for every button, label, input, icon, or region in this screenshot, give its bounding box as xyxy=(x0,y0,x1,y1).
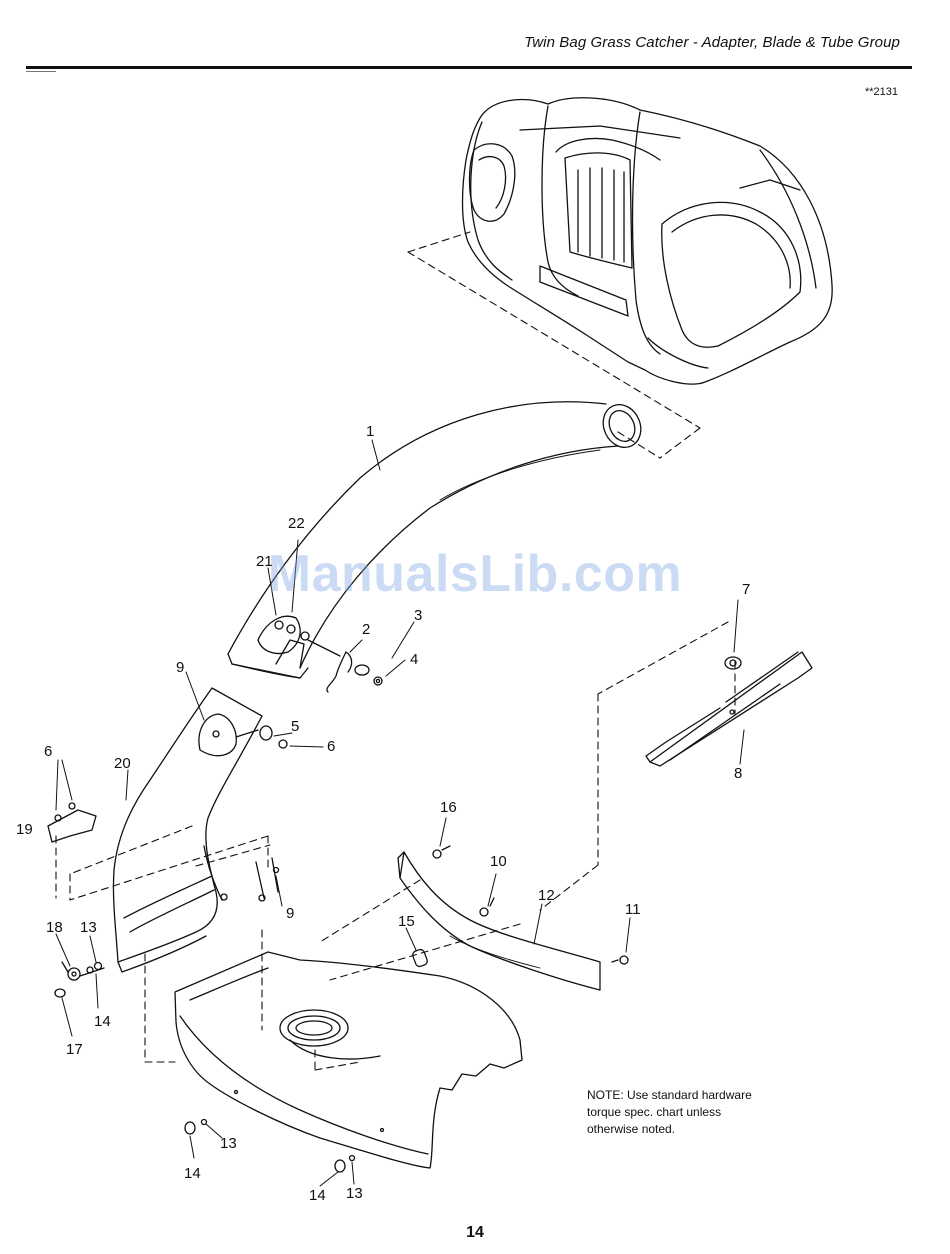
callout-22: 22 xyxy=(288,515,305,532)
callout-10: 10 xyxy=(490,853,507,870)
callout-16: 16 xyxy=(440,799,457,816)
callout-2: 2 xyxy=(362,621,370,638)
chute-hardware xyxy=(48,726,287,997)
note-line-2: torque spec. chart unless xyxy=(587,1104,817,1121)
part-1-discharge-tube xyxy=(228,398,648,678)
callout-14-deck-left: 14 xyxy=(184,1165,201,1182)
page-number: 14 xyxy=(0,1224,950,1242)
callout-11: 11 xyxy=(625,901,641,918)
callout-6-bracket: 6 xyxy=(44,743,52,760)
callout-8: 8 xyxy=(734,765,742,782)
callout-1: 1 xyxy=(366,423,374,440)
note-line-1: NOTE: Use standard hardware xyxy=(587,1087,817,1104)
callout-9-top: 9 xyxy=(176,659,184,676)
part-12-baffle xyxy=(398,852,600,990)
callout-9-bottom: 9 xyxy=(286,905,294,922)
callout-19: 19 xyxy=(16,821,33,838)
callout-6-chute: 6 xyxy=(327,738,335,755)
callout-5: 5 xyxy=(291,718,299,735)
callout-13-deck-right: 13 xyxy=(346,1185,363,1202)
callout-17: 17 xyxy=(66,1041,83,1058)
callout-12: 12 xyxy=(538,887,555,904)
callout-13-deck-left: 13 xyxy=(220,1135,237,1152)
baffle-hardware xyxy=(412,846,628,968)
part-8-blade xyxy=(646,652,812,766)
callout-3: 3 xyxy=(414,607,422,624)
callout-14-deck-right: 14 xyxy=(309,1187,326,1204)
callout-18: 18 xyxy=(46,919,63,936)
note-line-3: otherwise noted. xyxy=(587,1121,817,1138)
callout-20: 20 xyxy=(114,755,131,772)
adapter-housing xyxy=(463,98,833,384)
callout-15: 15 xyxy=(398,913,415,930)
callout-4: 4 xyxy=(410,651,418,668)
watermark-text: ManualsLib.com xyxy=(0,544,950,604)
callout-14-chute: 14 xyxy=(94,1013,111,1030)
part-20-chute xyxy=(113,688,262,972)
callout-13-chute: 13 xyxy=(80,919,97,936)
assembly-dashed-lines xyxy=(56,232,735,1070)
hardware-note: NOTE: Use standard hardware torque spec.… xyxy=(587,1087,817,1138)
